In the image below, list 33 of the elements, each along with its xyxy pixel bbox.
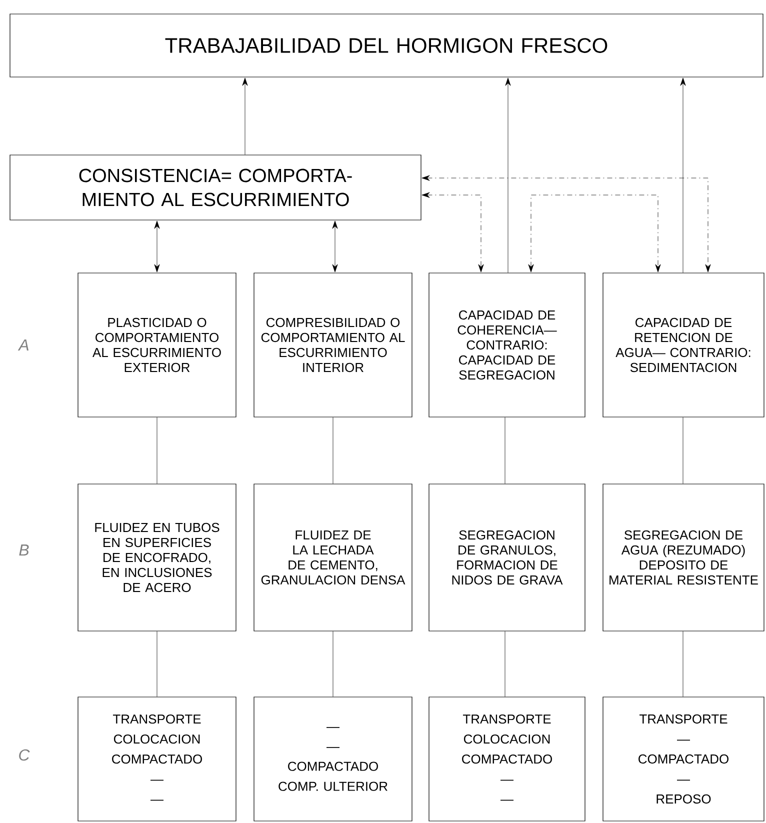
arrow xyxy=(154,220,160,272)
effect-box: FLUIDEZ EN TUBOS EN SUPERFICIES DE ENCOFRADO, EN INCLUSIONES DE ACERO xyxy=(78,484,236,632)
arrow xyxy=(332,220,338,272)
effect-box: SEGREGACION DE AGUA (REZUMADO) DEPOSITO DE MATERIAL RESISTENTE xyxy=(602,484,764,632)
connector-line xyxy=(332,417,334,484)
arrow xyxy=(528,194,661,272)
effect-box: SEGREGACION DE GRANULOS, FORMACION DE NIDOS DE GRAVA xyxy=(428,484,586,632)
row-letter: C xyxy=(19,749,30,761)
definition-box: CONSISTENCIA= COMPORTA- MIENTO AL ESCURRIMIENTO xyxy=(10,154,422,220)
connector-line xyxy=(332,631,334,697)
connector-line xyxy=(504,631,506,697)
property-box: COMPRESIBILIDAD O COMPORTAMIENTO AL ESCURRIMIENTO INTERIOR xyxy=(254,272,412,418)
effect-box: FLUIDEZ DE LA LECHADA DE CEMENTO, GRANULACION DENSA xyxy=(254,484,412,632)
row-letter: B xyxy=(19,544,29,556)
process-step-box: TRANSPORTE COLOCACION COMPACTADO — — xyxy=(78,696,236,822)
property-box: CAPACIDAD DE RETENCION DE AGUA— CONTRARIO: SEDIMENTACION xyxy=(602,272,764,418)
row-letter: A xyxy=(18,340,28,351)
process-step-box: TRANSPORTE — COMPACTADO — REPOSO xyxy=(602,696,764,822)
connector-line xyxy=(156,417,158,484)
arrow xyxy=(422,175,711,272)
arrow xyxy=(242,78,248,155)
connector-line xyxy=(682,631,684,697)
property-box: PLASTICIDAD O COMPORTAMIENTO AL ESCURRIMIENTO EXTERIOR xyxy=(78,272,236,418)
connector-line xyxy=(682,417,684,484)
connector-line xyxy=(156,631,158,697)
arrow xyxy=(680,78,686,273)
process-step-box: TRANSPORTE COLOCACION COMPACTADO — — xyxy=(428,696,586,822)
arrow xyxy=(422,192,484,272)
property-box: CAPACIDAD DE COHERENCIA— CONTRARIO: CAPACIDAD DE SEGREGACION xyxy=(428,272,586,418)
arrow xyxy=(505,78,511,273)
connector-line xyxy=(504,417,506,484)
heading-box: TRABAJABILIDAD DEL HORMIGON FRESCO xyxy=(10,14,764,78)
process-step-box: — — COMPACTADO COMP. ULTERIOR xyxy=(254,696,412,822)
